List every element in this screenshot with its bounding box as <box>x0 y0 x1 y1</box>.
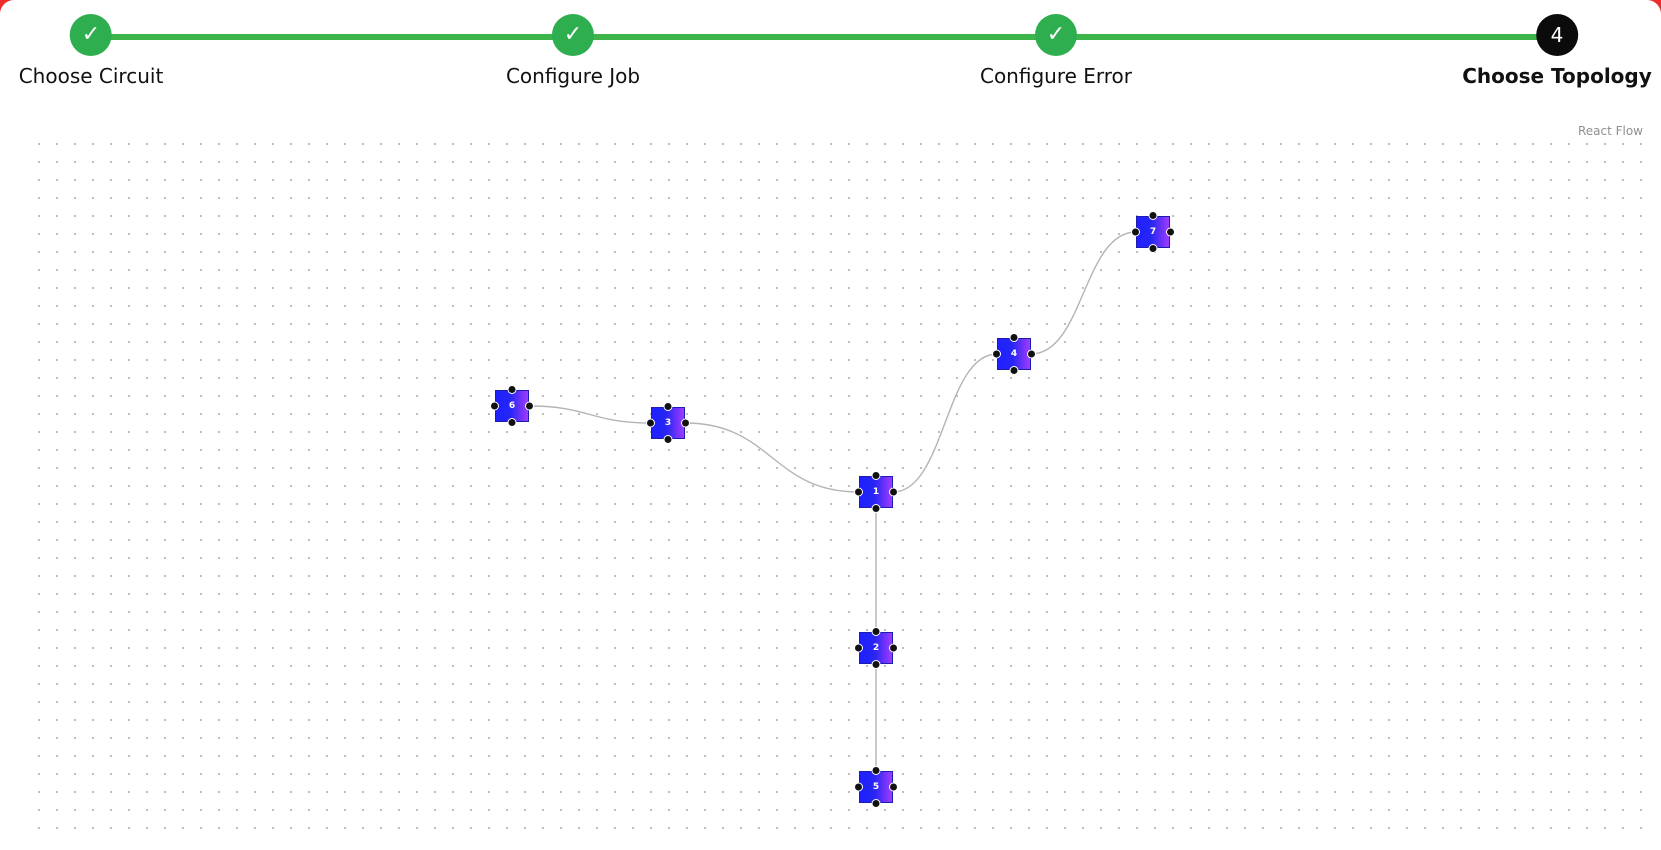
node-handle-top[interactable] <box>1009 333 1019 342</box>
node-label: 5 <box>872 782 880 792</box>
node-handle-top[interactable] <box>871 627 881 636</box>
step-number: 4 <box>1536 14 1578 56</box>
node-label: 6 <box>508 401 516 411</box>
flow-node-4[interactable]: 4 <box>992 333 1036 375</box>
node-handle-bottom[interactable] <box>507 418 517 427</box>
flow-canvas[interactable] <box>30 135 1645 840</box>
node-handle-right[interactable] <box>525 401 534 411</box>
node-handle-bottom[interactable] <box>871 799 881 808</box>
node-handle-bottom[interactable] <box>1009 366 1019 375</box>
node-label: 1 <box>872 487 880 497</box>
node-handle-left[interactable] <box>854 487 863 497</box>
step-choose-topology[interactable]: 4 Choose Topology <box>1462 14 1652 88</box>
node-handle-bottom[interactable] <box>663 435 673 444</box>
step-label: Configure Job <box>505 64 641 88</box>
node-handle-top[interactable] <box>1148 211 1158 220</box>
stepper-progress-line <box>91 34 1557 40</box>
flow-node-2[interactable]: 2 <box>854 627 898 669</box>
step-configure-error[interactable]: ✓ Configure Error <box>980 14 1132 88</box>
node-handle-top[interactable] <box>663 402 673 411</box>
node-handle-left[interactable] <box>854 782 863 792</box>
check-icon: ✓ <box>1034 14 1077 56</box>
step-label: Choose Topology <box>1462 64 1652 88</box>
flow-node-5[interactable]: 5 <box>854 766 898 808</box>
node-handle-right[interactable] <box>681 418 690 428</box>
node-handle-top[interactable] <box>871 471 881 480</box>
node-label: 2 <box>872 643 880 653</box>
node-label: 7 <box>1149 227 1157 237</box>
step-choose-circuit[interactable]: ✓ Choose Circuit <box>18 14 164 88</box>
flow-node-1[interactable]: 1 <box>854 471 898 513</box>
check-icon: ✓ <box>69 14 112 56</box>
node-label: 4 <box>1010 349 1018 359</box>
node-handle-top[interactable] <box>507 385 517 394</box>
node-handle-left[interactable] <box>992 349 1001 359</box>
step-label: Configure Error <box>979 64 1133 88</box>
node-handle-left[interactable] <box>490 401 499 411</box>
node-handle-left[interactable] <box>646 418 655 428</box>
node-handle-left[interactable] <box>1131 227 1140 237</box>
flow-node-7[interactable]: 7 <box>1131 211 1175 253</box>
node-handle-right[interactable] <box>1166 227 1175 237</box>
node-handle-left[interactable] <box>854 643 863 653</box>
node-handle-bottom[interactable] <box>871 504 881 513</box>
node-handle-right[interactable] <box>889 487 898 497</box>
node-handle-right[interactable] <box>889 782 898 792</box>
step-configure-job[interactable]: ✓ Configure Job <box>506 14 640 88</box>
stepper: ✓ Choose Circuit ✓ Configure Job ✓ Confi… <box>0 0 1661 100</box>
flow-node-3[interactable]: 3 <box>646 402 690 444</box>
node-handle-bottom[interactable] <box>871 660 881 669</box>
check-icon: ✓ <box>552 14 594 56</box>
node-handle-top[interactable] <box>871 766 881 775</box>
node-label: 3 <box>664 418 672 428</box>
node-handle-right[interactable] <box>889 643 898 653</box>
flow-node-6[interactable]: 6 <box>490 385 534 427</box>
node-handle-bottom[interactable] <box>1148 244 1158 253</box>
react-flow-attribution[interactable]: React Flow <box>1577 124 1643 138</box>
step-label: Choose Circuit <box>18 64 164 88</box>
node-handle-right[interactable] <box>1027 349 1036 359</box>
